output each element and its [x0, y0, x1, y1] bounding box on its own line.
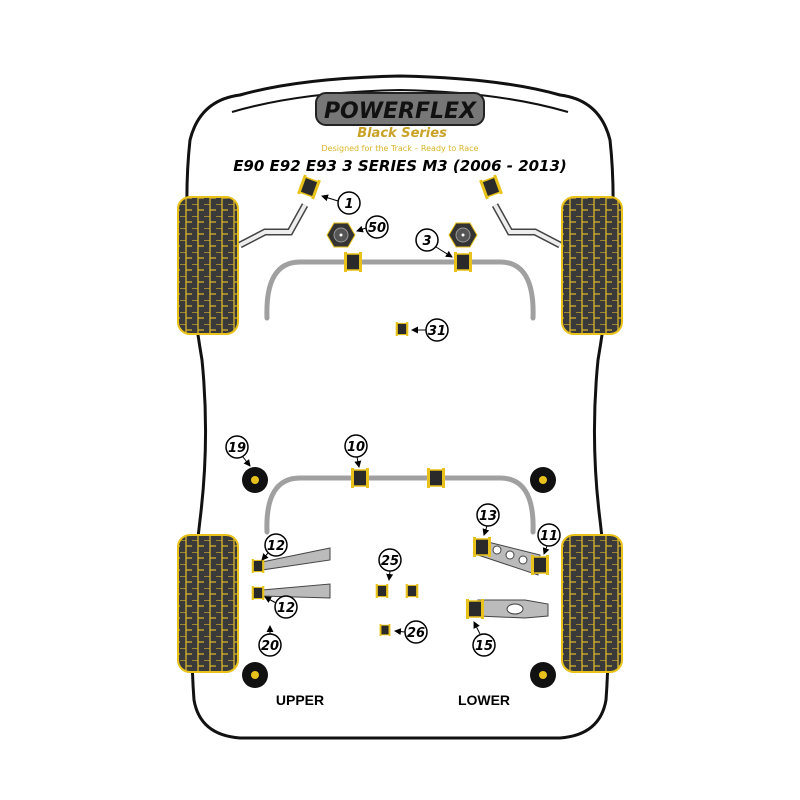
callout-10: 10 [347, 440, 365, 455]
bushing-15 [465, 598, 485, 620]
tyre-front-right [561, 196, 623, 335]
svg-text:Designed for the Track – Ready: Designed for the Track – Ready to Race [322, 144, 479, 153]
callout-25: 25 [381, 554, 399, 569]
callout-19: 19 [228, 441, 246, 456]
bushing-3-right [453, 251, 473, 273]
callout-3: 3 [422, 234, 431, 249]
bushing-3-left [343, 251, 363, 273]
bushing-31 [395, 321, 409, 337]
tyre-rear-left [177, 534, 239, 673]
car-body-outline [185, 74, 615, 740]
page-title: E90 E92 E93 3 SERIES M3 (2006 - 2013) [233, 157, 567, 175]
callout-1: 1 [344, 197, 353, 212]
callout-20: 20 [261, 639, 279, 654]
callout-12-upper: 12 [267, 539, 285, 554]
powerflex-logo: POWERFLEX Black Series Designed for the … [315, 92, 485, 153]
bushing-26 [379, 623, 391, 637]
bushing-11 [530, 554, 550, 576]
callout-31: 31 [428, 324, 446, 339]
subframe-bushings [242, 467, 556, 688]
bushing-10-left [350, 467, 370, 489]
callout-26: 26 [407, 626, 425, 641]
callout-12-lower: 12 [277, 601, 295, 616]
bushing-25-b [405, 583, 419, 599]
callout-50: 50 [368, 221, 386, 236]
front-anti-roll-bar [264, 259, 536, 321]
bushing-25-a [375, 583, 389, 599]
rear-anti-roll-bar [264, 475, 536, 535]
label-lower: LOWER [458, 692, 510, 708]
callout-11: 11 [540, 529, 558, 544]
tyre-front-left [177, 196, 239, 335]
svg-text:POWERFLEX: POWERFLEX [324, 99, 477, 124]
callout-15: 15 [475, 639, 493, 654]
windscreen-line [231, 88, 569, 113]
callout-13: 13 [479, 509, 497, 524]
bushing-13 [472, 536, 492, 558]
svg-text:Black Series: Black Series [357, 126, 447, 141]
bushing-10-right [426, 467, 446, 489]
label-upper: UPPER [276, 692, 324, 708]
tyre-rear-right [561, 534, 623, 673]
